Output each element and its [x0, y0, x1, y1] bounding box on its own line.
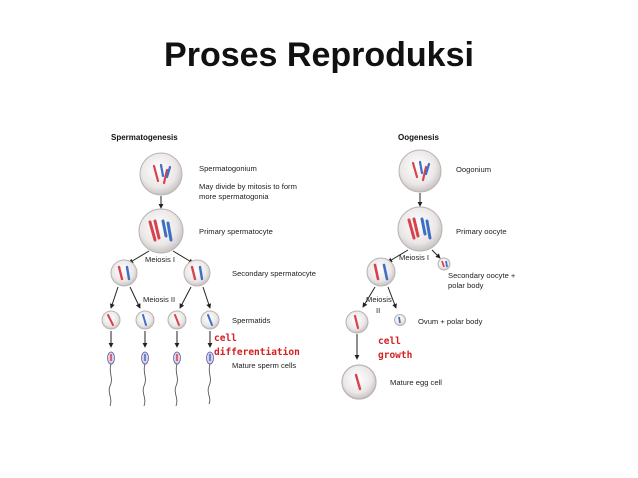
mature-egg-cell [341, 364, 377, 400]
meiosis2-label-egg-a: Meiosis [366, 295, 392, 304]
sperm-cell-2 [141, 351, 149, 407]
mature-egg-label: Mature egg cell [390, 378, 442, 387]
arrow-meiosis2-1 [109, 286, 119, 309]
arrow-primary-secondary-oocyte [387, 249, 409, 263]
arrow-primary-polar-body [431, 249, 441, 259]
arrow-primary-secondary-right [172, 250, 194, 264]
sperm-cell-4 [206, 351, 214, 405]
polar-body-2 [394, 314, 406, 326]
meiosis2-label-sperm: Meiosis II [143, 295, 175, 304]
ovum-polar-body-label: Ovum + polar body [418, 317, 483, 326]
secondary-oocyte-cell [366, 257, 396, 287]
oogenesis-header: Oogenesis [398, 133, 439, 142]
mitosis-note-line2: more spermatogonia [199, 192, 269, 201]
ovum-cell [345, 310, 369, 334]
spermatogenesis-panel: Spermatogenesis Spermatogonium May divid… [101, 133, 316, 407]
arrow-primary-secondary-left [128, 250, 150, 264]
primary-spermatocyte-cell [138, 208, 184, 254]
arrow-meiosis2-3 [179, 286, 192, 309]
primary-oocyte-cell [397, 206, 443, 252]
primary-spermatocyte-label: Primary spermatocyte [199, 227, 273, 236]
mitosis-note-line1: May divide by mitosis to form [199, 182, 297, 191]
spermatids-label: Spermatids [232, 316, 271, 325]
spermatid-1 [101, 310, 121, 330]
polar-body-1 [437, 257, 451, 271]
cell-differentiation-line1: cell [214, 333, 237, 344]
oogonium-cell [398, 149, 442, 193]
secondary-oocyte-label-line2: polar body [448, 281, 484, 290]
mature-sperm-label: Mature sperm cells [232, 361, 296, 370]
secondary-spermatocyte-right [183, 259, 211, 287]
spermatogenesis-header: Spermatogenesis [111, 133, 178, 142]
spermatogonium-cell [139, 152, 183, 196]
spermatogonium-label: Spermatogonium [199, 164, 257, 173]
slide-title: Proses Reproduksi [164, 36, 474, 74]
arrow-meiosis2-ovum [362, 286, 376, 308]
secondary-spermatocyte-left [110, 259, 138, 287]
cell-growth-line1: cell [378, 336, 401, 347]
secondary-spermatocyte-label: Secondary spermatocyte [232, 269, 316, 278]
secondary-oocyte-label-line1: Secondary oocyte + [448, 271, 516, 280]
spermatid-4 [200, 310, 220, 330]
cell-growth-line2: growth [378, 350, 412, 361]
meiosis1-label-egg: Meiosis I [399, 253, 429, 262]
arrow-meiosis2-4 [202, 286, 212, 309]
sperm-cell-1 [107, 351, 115, 407]
cell-differentiation-line2: differentiation [214, 347, 300, 358]
primary-oocyte-label: Primary oocyte [456, 227, 507, 236]
oogenesis-panel: Oogenesis Oogonium Primary oocyte Meiosi… [341, 133, 516, 400]
arrow-meiosis2-polar [387, 286, 397, 309]
meiosis2-label-egg-b: II [376, 306, 380, 315]
arrow-meiosis2-2 [129, 286, 141, 309]
spermatid-2 [135, 310, 155, 330]
oogonium-label: Oogonium [456, 165, 491, 174]
spermatid-3 [167, 310, 187, 330]
sperm-cell-3 [173, 351, 181, 407]
meiosis1-label-sperm: Meiosis I [145, 255, 175, 264]
